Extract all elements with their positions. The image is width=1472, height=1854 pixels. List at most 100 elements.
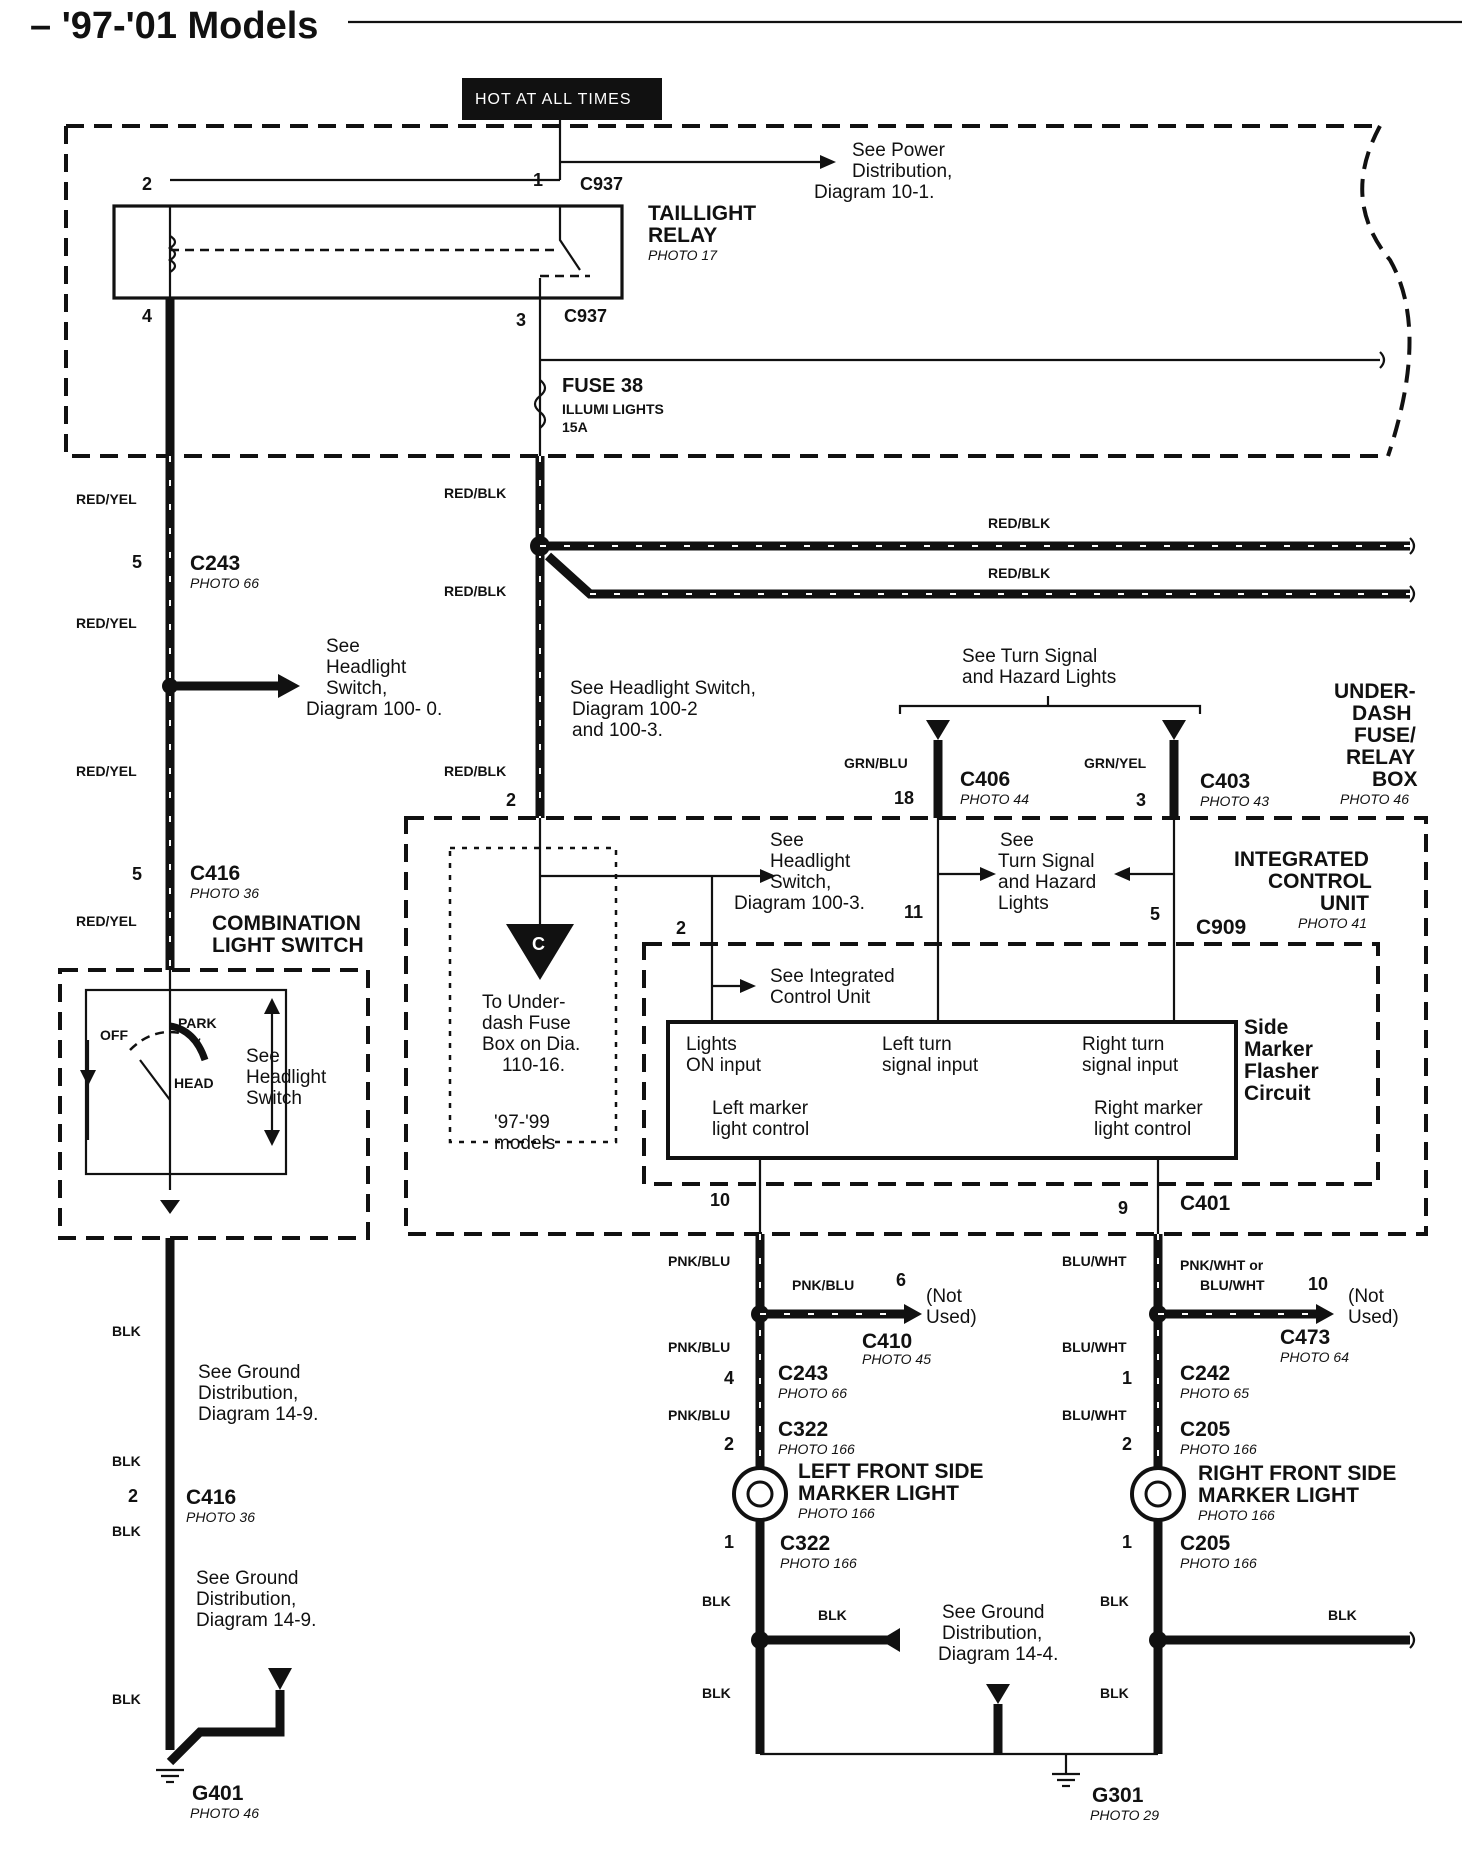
c406-photo: PHOTO 44 — [960, 791, 1029, 807]
hot-at-all-times-label: HOT AT ALL TIMES — [475, 91, 632, 108]
blk-left-label-2: BLK — [818, 1607, 847, 1623]
red-blk-label-branch-1: RED/BLK — [988, 515, 1050, 531]
icu-label: INTEGRATED CONTROL UNIT — [1234, 848, 1377, 915]
c322-pin-top: 2 — [724, 1434, 734, 1454]
blk-right-label-1: BLK — [1100, 1593, 1129, 1609]
switch-head-label: HEAD — [174, 1075, 214, 1091]
turn-hazard-2-note: See Turn Signal and Hazard Lights — [998, 830, 1102, 914]
fuse-bus-continuation — [1379, 351, 1386, 369]
switch-arrow-down — [264, 1130, 280, 1146]
relay-switch-contact — [558, 206, 581, 271]
red-blk-continuation-2 — [1409, 585, 1416, 603]
ground-14-4-arrow — [880, 1628, 900, 1652]
icu-headlight-arrow — [760, 869, 776, 883]
red-blk-label-1: RED/BLK — [444, 485, 506, 501]
relay-pin-4: 4 — [142, 306, 152, 326]
g401-label: G401 — [192, 1782, 244, 1805]
c473-photo: PHOTO 64 — [1280, 1349, 1349, 1365]
ground-14-4-note: See Ground Distribution, Diagram 14-4. — [938, 1602, 1058, 1665]
g301-branch-arrow — [986, 1684, 1010, 1704]
right-turn-input: Right turn signal input — [1082, 1034, 1179, 1076]
see-headlight-switch-note: See Headlight Switch — [246, 1046, 332, 1109]
red-blk-label-3: RED/BLK — [444, 763, 506, 779]
right-marker-light-icon — [1130, 1466, 1186, 1522]
c205-label-bot: C205 — [1180, 1532, 1231, 1555]
headlight-100-3-note: See Headlight Switch, Diagram 100-3. — [734, 830, 865, 914]
page-title: – '97-'01 Models — [30, 5, 318, 47]
blu-wht-label-c473: BLU/WHT — [1200, 1277, 1265, 1293]
c473-arrow — [1316, 1304, 1334, 1324]
see-power-note: See Power Distribution, Diagram 10-1. — [814, 140, 958, 203]
c243-pin: 5 — [132, 552, 142, 572]
grn-blu-label: GRN/BLU — [844, 755, 908, 771]
c473-pin: 10 — [1308, 1274, 1328, 1294]
ground-14-9-note-2: See Ground Distribution, Diagram 14-9. — [196, 1568, 316, 1631]
c410-photo: PHOTO 45 — [862, 1351, 931, 1367]
blu-wht-label-2: BLU/WHT — [1062, 1339, 1127, 1355]
c416b-pin: 2 — [128, 1486, 138, 1506]
c243-label: C243 — [190, 552, 240, 575]
taillight-relay-box — [112, 204, 624, 300]
c406-arrow — [926, 720, 950, 740]
turn-hazard-arrow-left — [1114, 867, 1130, 881]
turn-hazard-bracket — [898, 704, 1202, 714]
combo-switch-outline — [58, 968, 370, 1240]
blk-label-4: BLK — [112, 1691, 141, 1707]
combo-switch-label: COMBINATION LIGHT SWITCH — [212, 912, 367, 957]
red-blk-label-branch-2: RED/BLK — [988, 565, 1050, 581]
c322-photo-top: PHOTO 166 — [778, 1441, 855, 1457]
blk-right-label-3: BLK — [1100, 1685, 1129, 1701]
grn-yel-label: GRN/YEL — [1084, 755, 1147, 771]
c243b-label: C243 — [778, 1362, 828, 1385]
headlight-100-2-note: See Headlight Switch, Diagram 100-2 and … — [570, 678, 761, 741]
underdash-photo: PHOTO 46 — [1340, 791, 1409, 807]
c401-label: C401 — [1180, 1192, 1231, 1215]
underdash-box-right — [1360, 125, 1412, 457]
c403-arrow — [1162, 720, 1186, 740]
c416-photo: PHOTO 36 — [190, 885, 259, 901]
see-icu-arrow — [740, 979, 756, 993]
fuse-38-label: FUSE 38 — [562, 375, 643, 397]
c243b-photo: PHOTO 66 — [778, 1385, 847, 1401]
left-turn-input: Left turn signal input — [882, 1034, 979, 1076]
models-97-99-box — [448, 846, 618, 1144]
red-yel-label-4: RED/YEL — [76, 913, 137, 929]
blu-wht-label-1: BLU/WHT — [1062, 1253, 1127, 1269]
underdash-box-label: UNDER- DASH FUSE/ RELAY BOX — [1334, 680, 1422, 791]
c205-photo-top: PHOTO 166 — [1180, 1441, 1257, 1457]
c410-label: C410 — [862, 1330, 912, 1353]
c406-label: C406 — [960, 768, 1010, 791]
left-marker-light-icon — [732, 1466, 788, 1522]
turn-hazard-note: See Turn Signal and Hazard Lights — [962, 646, 1116, 688]
connector-c-letter: C — [532, 934, 545, 954]
c909-pin-11: 11 — [904, 902, 923, 922]
right-marker-control: Right marker light control — [1094, 1098, 1208, 1140]
c937-top: C937 — [580, 174, 623, 194]
flasher-circuit-box — [666, 1020, 1238, 1160]
red-yel-label-2: RED/YEL — [76, 615, 137, 631]
blk-continuation — [1409, 1631, 1416, 1649]
red-yel-label-1: RED/YEL — [76, 491, 137, 507]
underdash-box-left — [64, 126, 1388, 458]
c401-pin-10: 10 — [710, 1190, 730, 1210]
blk-left-label-3: BLK — [702, 1685, 731, 1701]
switch-off-label: OFF — [100, 1027, 128, 1043]
c322-label-bot: C322 — [780, 1532, 830, 1555]
c205-label-top: C205 — [1180, 1418, 1231, 1441]
pnk-blu-label-1: PNK/BLU — [668, 1253, 730, 1269]
right-marker-light-photo: PHOTO 166 — [1198, 1507, 1275, 1523]
c243-photo: PHOTO 66 — [190, 575, 259, 591]
c243b-pin: 4 — [724, 1368, 734, 1388]
c416b-photo: PHOTO 36 — [186, 1509, 255, 1525]
to-underdash-note: To Under- dash Fuse Box on Dia. 110-16. — [482, 992, 586, 1076]
blk-label-2: BLK — [112, 1453, 141, 1469]
c205-photo-bot: PHOTO 166 — [1180, 1555, 1257, 1571]
blk-label-1: BLK — [112, 1323, 141, 1339]
headlight-100-0-note: See Headlight Switch, Diagram 100- 0. — [306, 636, 442, 720]
left-marker-light-label: LEFT FRONT SIDE MARKER LIGHT — [798, 1460, 989, 1505]
hot-at-all-times-box — [462, 78, 662, 120]
c909-pin-5: 5 — [1150, 904, 1160, 924]
c205-pin-bot: 1 — [1122, 1532, 1132, 1552]
ground-14-9-note-1: See Ground Distribution, Diagram 14-9. — [198, 1362, 318, 1425]
left-marker-control: Left marker light control — [712, 1098, 813, 1140]
